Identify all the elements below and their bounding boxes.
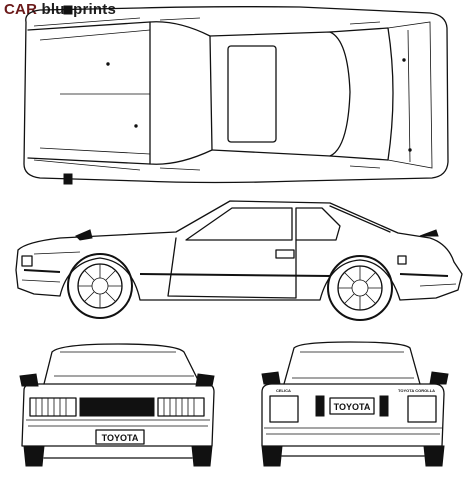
top-view-mirror-right bbox=[63, 173, 73, 185]
front-view-mirror-right bbox=[195, 373, 215, 387]
rear-view-rear-window bbox=[283, 341, 421, 385]
top-view-trunk bbox=[387, 21, 433, 169]
rear-view-plate bbox=[329, 397, 375, 415]
side-view-side-window bbox=[185, 207, 293, 241]
side-view-rear-marker bbox=[397, 255, 407, 265]
rear-view-mirror-right bbox=[429, 371, 449, 385]
side-view bbox=[15, 200, 463, 321]
rear-view-body bbox=[261, 383, 445, 447]
top-view-rear-window bbox=[329, 27, 394, 161]
side-view-door bbox=[167, 237, 297, 299]
front-view-roof-windshield bbox=[43, 343, 201, 385]
side-view-body-outline bbox=[15, 200, 463, 301]
rear-view-taillight-left bbox=[269, 395, 299, 423]
front-view-headlight-right bbox=[157, 397, 205, 417]
side-view-body-stripe bbox=[23, 269, 449, 277]
front-view-plate-text: TOYOTA bbox=[102, 433, 139, 443]
front-view: TOYOTA bbox=[19, 343, 215, 467]
rear-view-tire-right bbox=[423, 445, 445, 467]
side-view-front-marker bbox=[21, 255, 33, 267]
rear-view-taillight-right bbox=[407, 395, 437, 423]
rear-view: TOYOTA CELICA TOYOTA COROLLA bbox=[261, 341, 449, 467]
rear-view-tire-left bbox=[261, 445, 283, 467]
side-view-rear-window bbox=[329, 205, 391, 233]
rear-view-reflector-left bbox=[315, 395, 325, 417]
side-view-spoiler bbox=[419, 229, 439, 237]
rear-view-plate-text: TOYOTA bbox=[334, 402, 371, 412]
rear-view-reflector-right bbox=[379, 395, 389, 417]
front-view-tire-right bbox=[191, 445, 213, 467]
rear-view-badge-left: CELICA bbox=[276, 388, 291, 393]
side-view-rear-wheel bbox=[327, 255, 393, 321]
top-view-body-outline bbox=[23, 6, 449, 184]
side-view-mirror bbox=[75, 229, 93, 241]
top-view bbox=[23, 5, 449, 185]
front-view-headlight-left bbox=[29, 397, 77, 417]
side-view-front-wheel bbox=[67, 253, 133, 319]
front-view-grille bbox=[79, 397, 155, 417]
front-view-plate bbox=[95, 429, 145, 445]
top-view-mirror-left bbox=[63, 5, 73, 15]
rear-view-badge-right: TOYOTA COROLLA bbox=[398, 388, 435, 393]
top-view-hood bbox=[27, 21, 151, 165]
top-view-windshield bbox=[149, 21, 213, 165]
side-view-door-handle bbox=[275, 249, 295, 259]
rear-view-mirror-left bbox=[261, 371, 281, 385]
side-view-rear-quarter-window bbox=[295, 207, 341, 241]
front-view-mirror-left bbox=[19, 373, 39, 387]
top-view-sunroof bbox=[227, 45, 277, 143]
front-view-tire-left bbox=[23, 445, 45, 467]
top-view-roof bbox=[209, 31, 351, 157]
